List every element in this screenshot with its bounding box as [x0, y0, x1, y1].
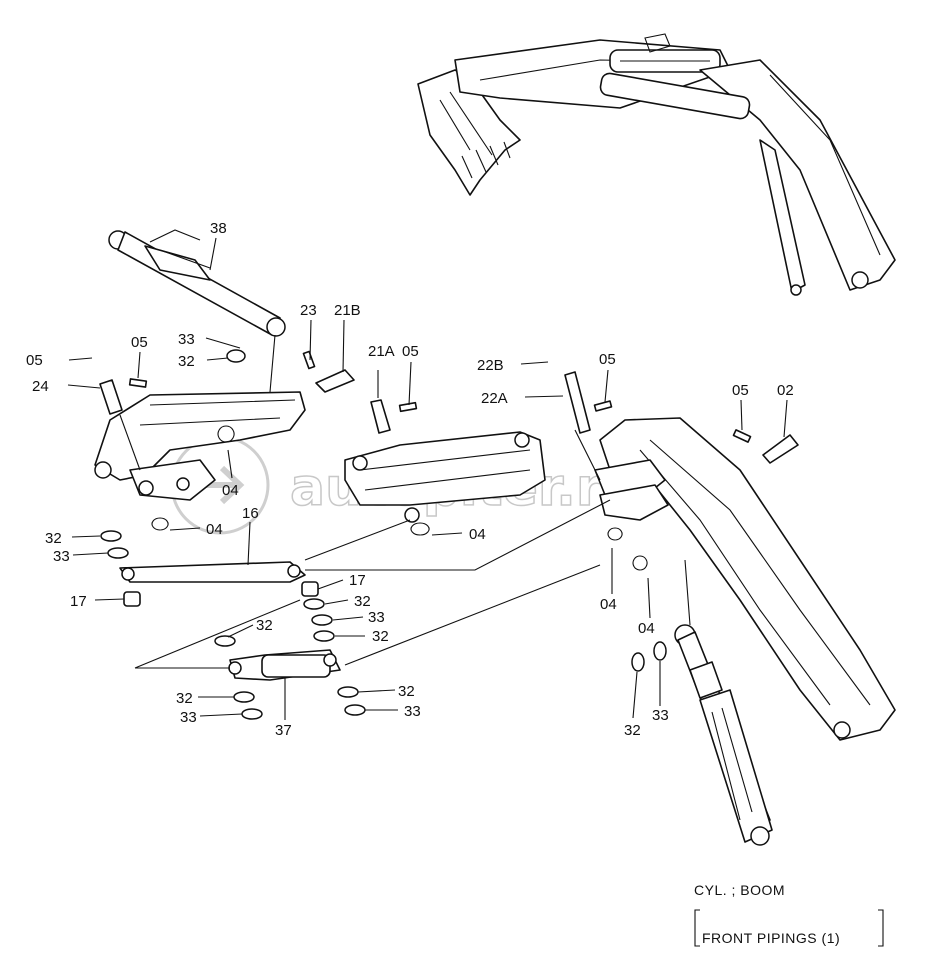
arm-bracket-drawing: [94, 391, 306, 501]
part-label: 04: [206, 521, 223, 538]
part-label: 05: [26, 352, 43, 369]
part-label: 38: [210, 220, 227, 237]
part-label: 05: [402, 343, 419, 360]
part-label: 17: [349, 572, 366, 589]
part-label: 17: [70, 593, 87, 610]
middle-bracket-drawing: [344, 431, 546, 523]
part-label: 37: [275, 722, 292, 739]
part-label: 32: [372, 628, 389, 645]
part-label: 24: [32, 378, 49, 395]
part-label: 16: [242, 505, 259, 522]
cylinder-37-drawing: [228, 649, 341, 681]
part-label: 32: [624, 722, 641, 739]
part-labels: 38 33 32 05 23 21B 05 21A 24 05 22B 05 2…: [26, 220, 794, 739]
part-label: 04: [222, 482, 239, 499]
cylinder-38-drawing: [108, 229, 286, 337]
part-label: 33: [178, 331, 195, 348]
part-label: 04: [469, 526, 486, 543]
part-label: 33: [404, 703, 421, 720]
part-label: 33: [652, 707, 669, 724]
caption-subtitle: FRONT PIPINGS (1): [702, 930, 841, 946]
leader-lines: [67, 237, 788, 720]
part-label: 33: [53, 548, 70, 565]
part-label: 32: [176, 690, 193, 707]
part-label: 22B: [477, 357, 504, 374]
part-label: 04: [600, 596, 617, 613]
boom-cylinder-drawing: [674, 624, 773, 846]
part-label: 05: [599, 351, 616, 368]
excavator-overview-drawing: [417, 33, 896, 296]
part-label: 23: [300, 302, 317, 319]
small-parts: [99, 349, 799, 720]
part-label: 33: [180, 709, 197, 726]
part-label: 21B: [334, 302, 361, 319]
caption-title: CYL. ; BOOM: [694, 882, 786, 898]
part-label: 05: [131, 334, 148, 351]
part-label: 22A: [481, 390, 508, 407]
part-label: 32: [256, 617, 273, 634]
part-label: 21A: [368, 343, 395, 360]
part-label: 32: [354, 593, 371, 610]
caption-bracket: [694, 909, 884, 947]
boom-drawing: [594, 417, 896, 741]
rod-16-drawing: [119, 561, 306, 583]
part-label: 33: [368, 609, 385, 626]
part-label: 32: [398, 683, 415, 700]
part-label: 02: [777, 382, 794, 399]
part-label: 05: [732, 382, 749, 399]
part-label: 32: [45, 530, 62, 547]
part-label: 04: [638, 620, 655, 637]
part-label: 32: [178, 353, 195, 370]
